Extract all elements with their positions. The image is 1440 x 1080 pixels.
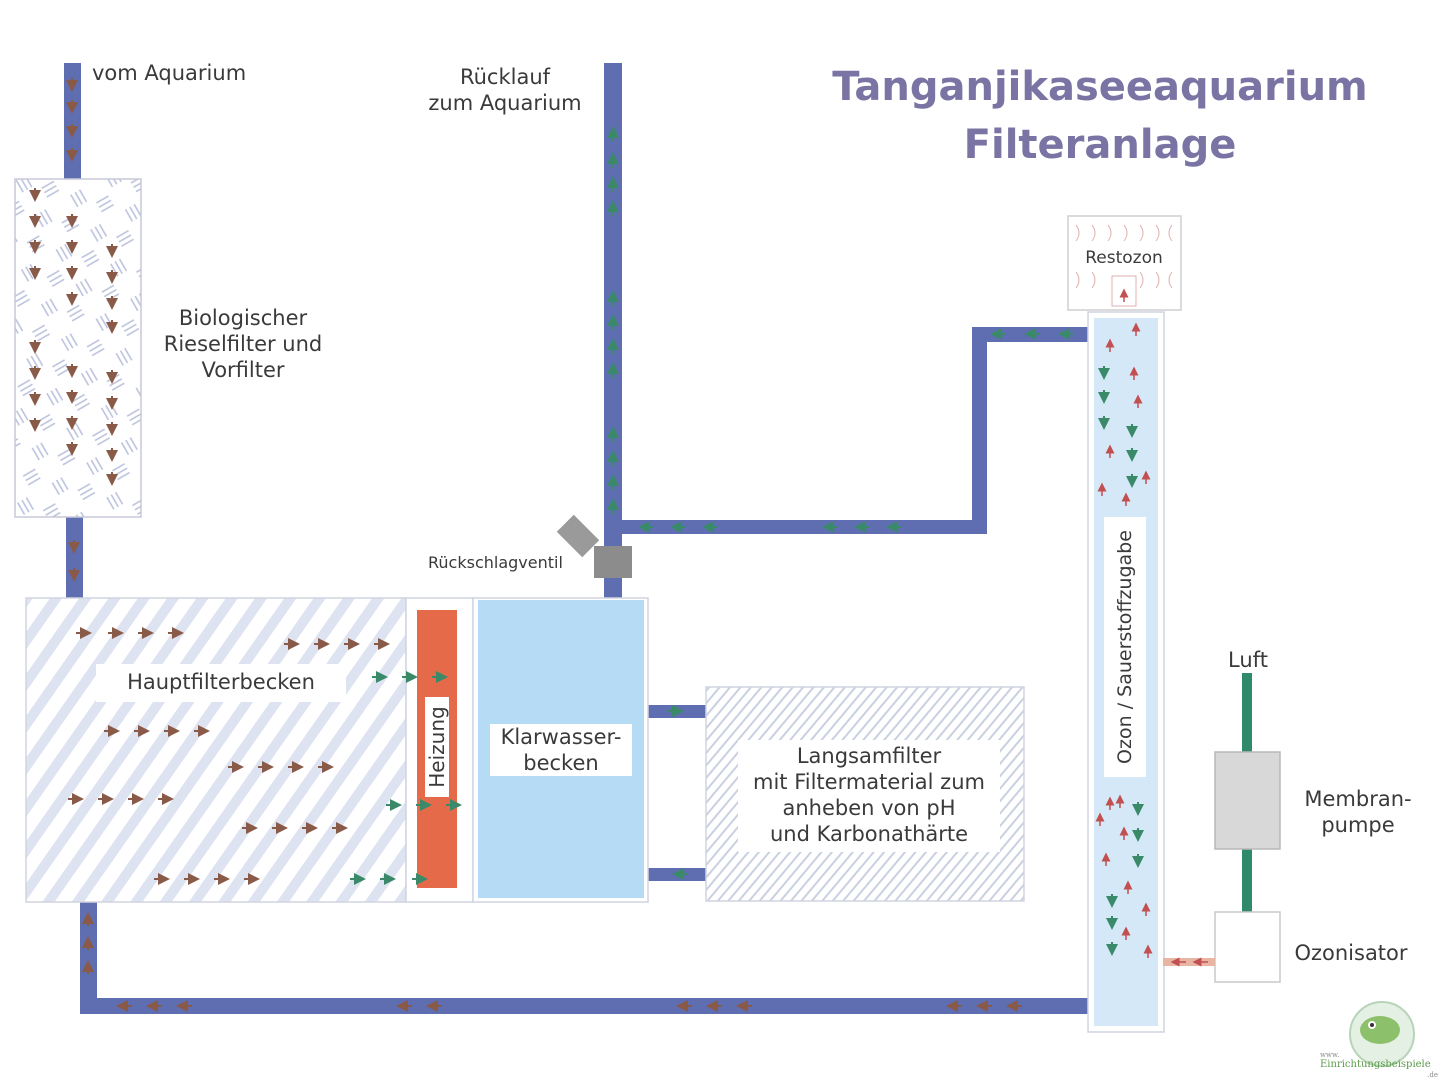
slow-filter-label-line-4: und Karbonathärte [769,822,969,846]
ozone-column-label-bg [1104,517,1146,777]
check-valve-label: Rückschlagventil [428,553,563,572]
air-label: Luft [1228,648,1268,672]
slow-filter-label-line-3: anheben von pH [782,796,956,820]
return-label-line-2: zum Aquarium [428,91,582,115]
return-label-line-1: Rücklauf [459,65,551,89]
membrane-pump [1214,751,1281,850]
ozone-column-label: Ozon / Sauerstoffzugabe [1114,530,1136,764]
flow-arrows-heater [350,671,462,885]
residual-ozone-label: Restozon [1072,245,1176,271]
bottom-return-horizontal [80,998,1088,1014]
main-basin-label: Hauptfilterbecken [127,670,315,694]
return-pipe-horizontal [604,520,987,534]
ozonizer-label: Ozonisator [1294,941,1408,965]
pipe-network [64,63,1088,1014]
flow-arrows-bottom-return [82,912,1022,1012]
check-valve-icon [556,514,632,578]
slow-filter-label-bg [738,740,1000,852]
bottom-return-vertical [80,902,97,1014]
bio-filter-label-line-3: Vorfilter [201,358,285,382]
title-line-2: Filteranlage [963,122,1237,168]
return-pipe-vertical [604,63,622,598]
watermark-tld: .de [1427,1071,1438,1079]
diagram-title: Tanganjikaseeaquarium Filteranlage [800,58,1400,174]
heater-label: Heizung [425,697,449,797]
pump-label-line-2: pumpe [1321,813,1395,837]
ozone-feed-line [1163,958,1215,966]
inlet-label: vom Aquarium [92,61,247,85]
flow-arrows-inlet [66,78,80,582]
slow-filter-label-line-1: Langsamfilter [796,744,942,768]
flow-arrows-slow-filter [668,705,688,880]
residual-ozone-pattern [1075,224,1173,307]
ozonizer-box [1214,911,1281,983]
flow-arrows-main-basin [68,627,390,885]
return-label: Rücklauf zum Aquarium [410,64,600,116]
air-line-top [1242,673,1252,753]
clear-water-label-line-1: Klarwasser- [500,725,622,749]
bio-filter-label: Biologischer Rieselfilter und Vorfilter [148,305,338,383]
watermark-logo-icon [1349,1001,1415,1067]
flow-arrows-bio-filter [29,188,118,486]
flow-arrows-column-red [1095,288,1153,958]
clear-water-label: Klarwasser- becken [490,724,632,776]
bio-to-main-pipe [66,517,83,599]
flow-arrows-column-green [1098,366,1144,956]
slow-filter-label-line-2: mit Filtermaterial zum [753,770,985,794]
bio-filter-label-line-1: Biologischer [178,306,308,330]
title-line-1: Tanganjikaseeaquarium [832,64,1368,110]
bio-filter-box [14,178,142,518]
column-feed-vertical [972,327,987,534]
main-basin-label-bg [96,664,346,702]
flow-arrows-return-horizontal [638,328,1074,533]
watermark: www. Einrichtungsbeispiele .de [1320,1050,1438,1080]
pump-label-line-1: Membran- [1304,787,1412,811]
watermark-prefix: www. [1320,1051,1340,1059]
watermark-text: Einrichtungsbeispiele [1320,1059,1431,1070]
air-line-bottom [1242,849,1252,913]
bio-filter-label-line-2: Rieselfilter und [163,332,323,356]
clear-water-label-line-2: becken [523,751,599,775]
pump-label: Membran- pumpe [1288,786,1428,838]
slow-filter-label: Langsamfilter mit Filtermaterial zum anh… [738,743,1000,847]
